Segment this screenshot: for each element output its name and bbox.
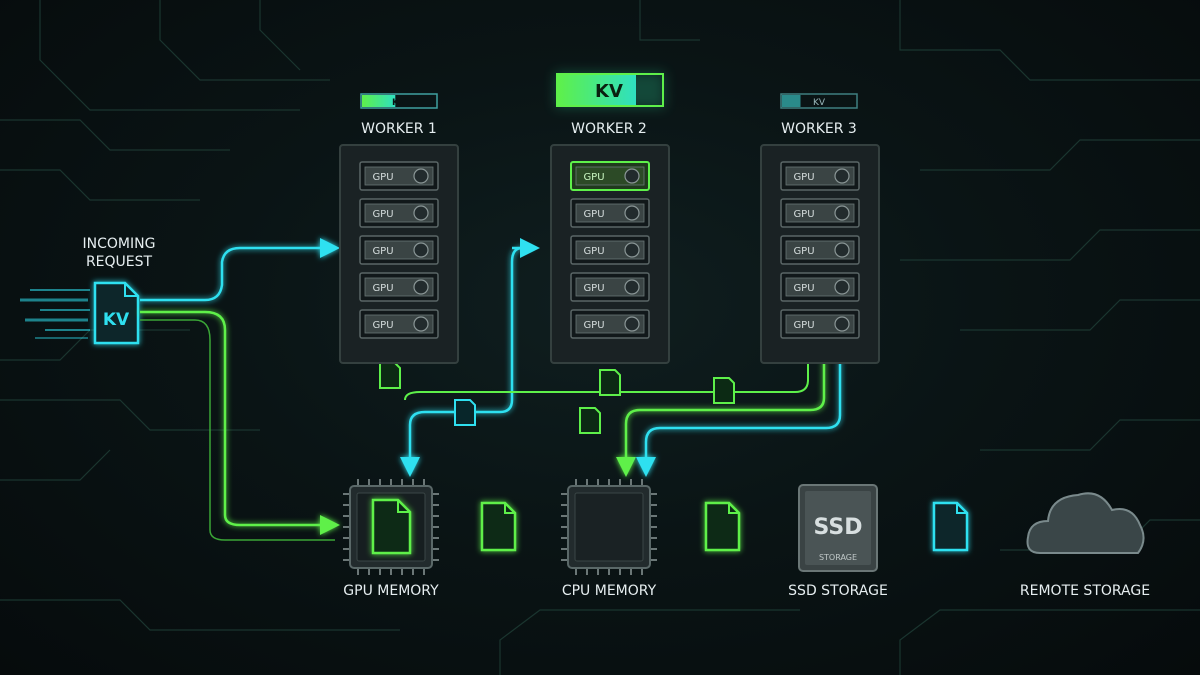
ssd-chip-text: SSD	[814, 515, 863, 540]
fan-icon	[413, 242, 429, 258]
gpu-label: GPU	[793, 172, 814, 183]
fan-icon	[834, 316, 850, 332]
gpu-label: GPU	[793, 320, 814, 331]
incoming-title-line2: REQUEST	[86, 254, 153, 270]
incoming-title-line1: INCOMING	[83, 236, 156, 252]
fan-icon	[624, 316, 640, 332]
ssd-chip-sub: STORAGE	[819, 553, 857, 562]
gpu-slot: GPU	[570, 309, 650, 339]
worker-1-title: WORKER 1	[361, 121, 437, 137]
gpu-slot: GPU	[570, 161, 650, 191]
gpu-slot: GPU	[570, 235, 650, 265]
gpu-slot: GPU	[780, 272, 860, 302]
workers: KV WORKER 1 KV WORKER 2 KV WORKER 3 GPUG…	[339, 72, 880, 364]
transit-file-icons	[379, 362, 735, 434]
fan-icon	[624, 242, 640, 258]
file-icon	[704, 501, 741, 552]
fan-icon	[834, 242, 850, 258]
chip-pins	[561, 479, 657, 575]
worker-1-kv-fill	[362, 95, 396, 107]
worker-1-kv-bar	[360, 93, 438, 109]
gpu-slot: GPU	[570, 198, 650, 228]
file-icon	[454, 399, 476, 426]
fan-icon	[834, 168, 850, 184]
worker-2-title: WORKER 2	[571, 121, 647, 137]
file-icon	[713, 377, 735, 404]
gpu-memory-label: GPU MEMORY	[343, 583, 439, 599]
worker-3-kv-label: KV	[813, 98, 826, 108]
fan-icon	[413, 316, 429, 332]
worker-3-kv-fill	[782, 95, 801, 107]
gpu-slot: GPU	[780, 235, 860, 265]
file-icon	[932, 501, 969, 552]
ssd-storage-label: SSD STORAGE	[788, 583, 888, 599]
gpu-label: GPU	[583, 246, 604, 257]
cpu-memory-chip	[561, 479, 657, 575]
remote-storage-label: REMOTE STORAGE	[1020, 583, 1150, 599]
gpu-label: GPU	[372, 209, 393, 220]
fan-icon	[413, 168, 429, 184]
gpu-label: GPU	[583, 209, 604, 220]
gpu-label: GPU	[793, 283, 814, 294]
gpu-label: GPU	[372, 172, 393, 183]
chip-pins	[343, 479, 439, 575]
gpu-label: GPU	[372, 320, 393, 331]
kv-document-icon	[93, 281, 140, 345]
file-icon	[379, 362, 401, 389]
worker-1-kv-label: KV	[392, 98, 406, 108]
file-icon	[599, 369, 621, 396]
gpu-slot: GPU	[359, 235, 439, 265]
gpu-label: GPU	[583, 172, 604, 183]
gpu-slot: GPU	[780, 309, 860, 339]
fan-icon	[413, 279, 429, 295]
gpu-memory-chip	[343, 479, 439, 575]
file-icon	[480, 501, 517, 552]
fan-icon	[624, 168, 640, 184]
gpu-label: GPU	[372, 246, 393, 257]
cloud-icon	[1026, 492, 1145, 554]
worker-2-kv-fill	[558, 75, 636, 105]
fan-icon	[413, 205, 429, 221]
worker-2-kv-label: KV	[595, 81, 623, 102]
gpu-label: GPU	[583, 320, 604, 331]
gpu-label: GPU	[793, 209, 814, 220]
gpu-label: GPU	[793, 246, 814, 257]
fan-icon	[834, 279, 850, 295]
motion-streaks	[20, 289, 90, 339]
fan-icon	[624, 279, 640, 295]
incoming-request: KV INCOMING REQUEST	[20, 236, 156, 345]
gpu-slot: GPU	[359, 198, 439, 228]
ssd-storage-device: SSD STORAGE	[798, 484, 878, 572]
fan-icon	[834, 205, 850, 221]
gpu-slots: GPU GPU GPU GPU GPU GPU GPU GPU GPU GPU GPU GPU GPU G…	[359, 161, 860, 339]
gpu-slot: GPU	[780, 198, 860, 228]
worker-2-kv-bar	[556, 73, 664, 107]
gpu-slot: GPU	[359, 309, 439, 339]
worker-3-kv-bar	[780, 93, 858, 109]
gpu-slot: GPU	[359, 272, 439, 302]
incoming-kv-label: KV	[103, 310, 130, 330]
connections	[140, 238, 1019, 541]
worker-3-title: WORKER 3	[781, 121, 857, 137]
file-icon	[579, 407, 601, 434]
gpu-slot: GPU	[359, 161, 439, 191]
gpu-memory-file-icon	[371, 498, 412, 555]
gpu-label: GPU	[372, 283, 393, 294]
tier-file-icons	[480, 501, 969, 552]
cpu-memory-label: CPU MEMORY	[562, 583, 657, 599]
gpu-slot: GPU	[780, 161, 860, 191]
gpu-slot: GPU	[570, 272, 650, 302]
fan-icon	[624, 205, 640, 221]
gpu-label: GPU	[583, 283, 604, 294]
